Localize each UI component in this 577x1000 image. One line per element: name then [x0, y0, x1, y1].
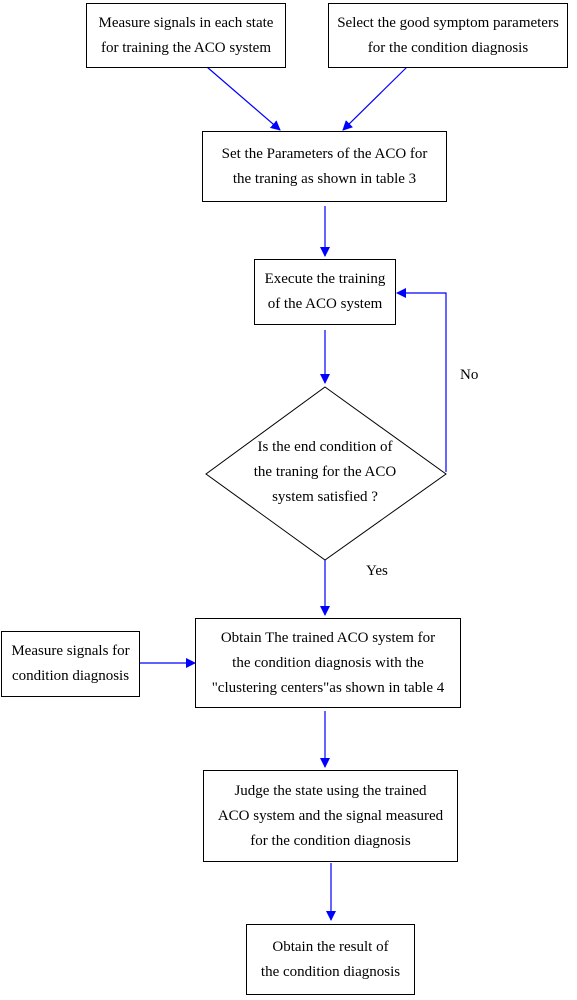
obtain-result-box: Obtain the result of the condition diagn…: [246, 924, 415, 995]
no-label: No: [460, 367, 479, 383]
node-line: for the condition diagnosis: [367, 39, 529, 56]
execute-training-box: Execute the training of the ACO system: [254, 259, 396, 325]
node-line: for the condition diagnosis: [250, 832, 411, 849]
node-line: Judge the state using the trained: [234, 782, 427, 799]
node-line: the condition diagnosis with the: [232, 654, 424, 671]
node-line: for training the ACO system: [101, 39, 271, 56]
node-line: Execute the training: [264, 271, 386, 287]
node-line: the condition diagnosis: [260, 963, 401, 980]
node-line: Select the good symptom parameters: [337, 14, 559, 31]
node-line: Obtain The trained ACO system for: [220, 629, 436, 646]
node-line: Set the Parameters of the ACO for: [221, 145, 428, 162]
set-parameters-box: Set the Parameters of the ACO for the tr…: [202, 131, 447, 202]
node-line: Obtain the result of: [272, 938, 389, 955]
measure-diagnosis-box: Measure signals for condition diagnosis: [1, 631, 140, 697]
decision-diamond: [205, 386, 447, 561]
node-line: condition diagnosis: [11, 668, 130, 684]
node-line: system satisfied ?: [272, 489, 378, 505]
decision-text: Is the end condition of the traning for …: [226, 435, 424, 510]
arrow-measure-to-set: [206, 66, 281, 131]
obtain-trained-box: Obtain The trained ACO system for the co…: [195, 618, 461, 708]
judge-state-box: Judge the state using the trained ACO sy…: [203, 770, 458, 862]
yes-label: Yes: [366, 563, 388, 579]
select-parameters-box: Select the good symptom parameters for t…: [328, 3, 568, 68]
measure-training-box: Measure signals in each state for traini…: [86, 3, 286, 68]
node-line: ACO system and the signal measured: [217, 807, 444, 824]
node-line: the traning for the ACO: [253, 464, 397, 480]
arrow-select-to-set: [342, 66, 408, 131]
node-line: of the ACO system: [267, 296, 383, 312]
node-line: "clustering centers"as shown in table 4: [211, 679, 445, 696]
arrow-no-loop-back: [396, 288, 447, 472]
node-line: Measure signals in each state: [98, 14, 274, 31]
node-line: the traning as shown in table 3: [232, 170, 417, 187]
node-line: Is the end condition of: [257, 439, 393, 455]
node-line: Measure signals for: [11, 643, 130, 659]
